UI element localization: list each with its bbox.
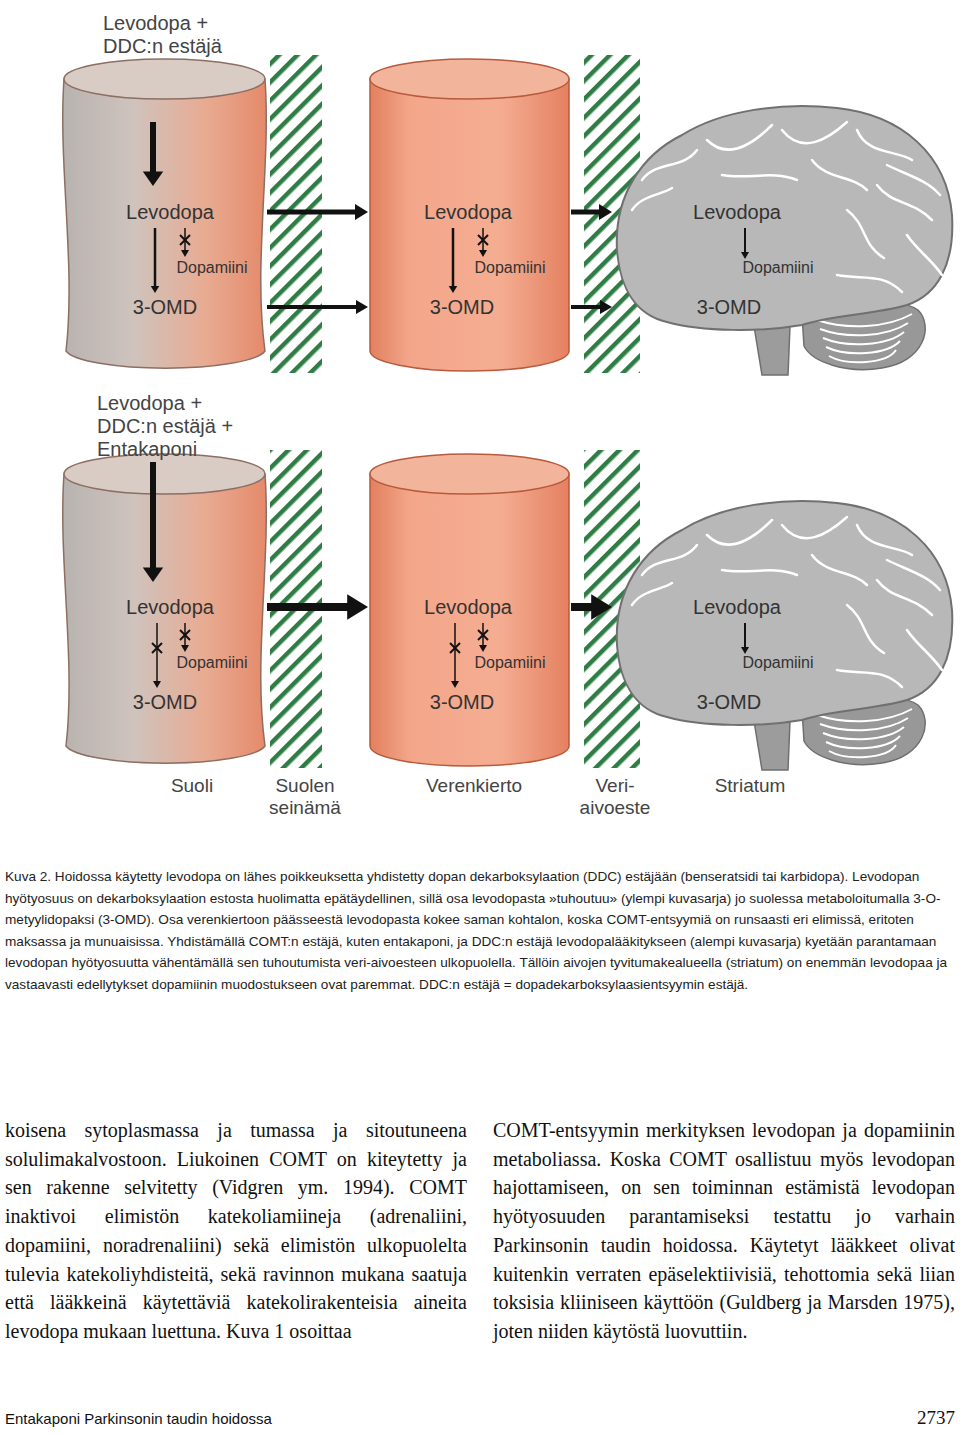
compound-label: Levodopa	[424, 201, 512, 223]
metabolism-arrow	[741, 623, 749, 654]
compound-label: 3-OMD	[430, 691, 494, 713]
flow-arrow	[267, 594, 368, 620]
region-label: Verenkierto	[404, 775, 544, 797]
metabolism-arrow	[181, 623, 189, 652]
page-number: 2737	[805, 1407, 955, 1429]
brain-striatum: LevodopaDopamiini 3-OMD	[612, 100, 955, 375]
blocked-mark	[478, 235, 488, 245]
region-label: Striatum	[690, 775, 810, 797]
compound-label: 3-OMD	[133, 691, 197, 713]
compound-label: Dopamiini	[176, 259, 247, 277]
compound-label: Levodopa	[693, 596, 781, 618]
flow-arrow	[571, 594, 612, 620]
flow-arrow	[571, 300, 612, 314]
compound-label: 3-OMD	[430, 296, 494, 318]
blocked-mark	[180, 235, 190, 245]
metabolism-arrow	[153, 623, 161, 688]
body-column: koisena sytoplasmassa ja tumassa ja sito…	[5, 1116, 467, 1346]
metabolism-arrow	[451, 623, 459, 688]
blocked-mark	[450, 643, 460, 653]
blood-cylinder: LevodopaDopamiini 3-OMD	[368, 450, 571, 770]
compound-label: Dopamiini	[742, 259, 813, 277]
running-footer: Entakaponi Parkinsonin taudin hoidossa	[5, 1410, 505, 1427]
barrier-hatching	[270, 55, 640, 768]
panel-heading: Levodopa + DDC:n estäjä + Entakaponi	[97, 392, 252, 461]
flow-arrow	[267, 300, 368, 314]
compound-label: 3-OMD	[697, 296, 761, 318]
blocked-mark	[478, 630, 488, 640]
metabolism-arrow	[181, 228, 189, 257]
compound-label: Dopamiini	[176, 654, 247, 672]
compound-label: Levodopa	[126, 201, 214, 223]
metabolism-arrow	[479, 623, 487, 652]
brain-striatum: LevodopaDopamiini 3-OMD	[612, 495, 955, 770]
compound-label: Levodopa	[424, 596, 512, 618]
compound-label: Dopamiini	[474, 654, 545, 672]
compound-label: Dopamiini	[474, 259, 545, 277]
blocked-mark	[180, 630, 190, 640]
metabolism-arrow	[479, 228, 487, 257]
compound-label: Levodopa	[693, 201, 781, 223]
body-column: COMT-entsyymin merkityksen levodopan ja …	[493, 1116, 955, 1346]
metabolism-arrow	[151, 228, 160, 293]
flow-arrow	[571, 204, 612, 220]
region-label: Suolen seinämä	[250, 775, 360, 819]
flow-arrow	[267, 204, 368, 220]
panel-heading: Levodopa + DDC:n estäjä	[103, 12, 253, 58]
region-label: Suoli	[142, 775, 242, 797]
figure-caption: Kuva 2. Hoidossa käytetty levodopa on lä…	[5, 866, 955, 995]
compound-label: 3-OMD	[697, 691, 761, 713]
metabolism-arrow	[143, 122, 163, 186]
gut-cylinder: LevodopaDopamiini 3-OMD	[62, 55, 267, 375]
compound-label: 3-OMD	[133, 296, 197, 318]
node-shape	[612, 100, 955, 375]
compound-label: Levodopa	[126, 596, 214, 618]
metabolism-arrow	[143, 462, 163, 582]
gut-cylinder: LevodopaDopamiini 3-OMD	[62, 450, 267, 770]
compound-label: Dopamiini	[742, 654, 813, 672]
region-label: Veri- aivoeste	[565, 775, 665, 819]
blocked-mark	[152, 643, 162, 653]
blood-cylinder: LevodopaDopamiini 3-OMD	[368, 55, 571, 375]
node-shape	[612, 495, 955, 770]
metabolism-arrow	[741, 228, 749, 259]
metabolism-arrow	[449, 228, 458, 293]
